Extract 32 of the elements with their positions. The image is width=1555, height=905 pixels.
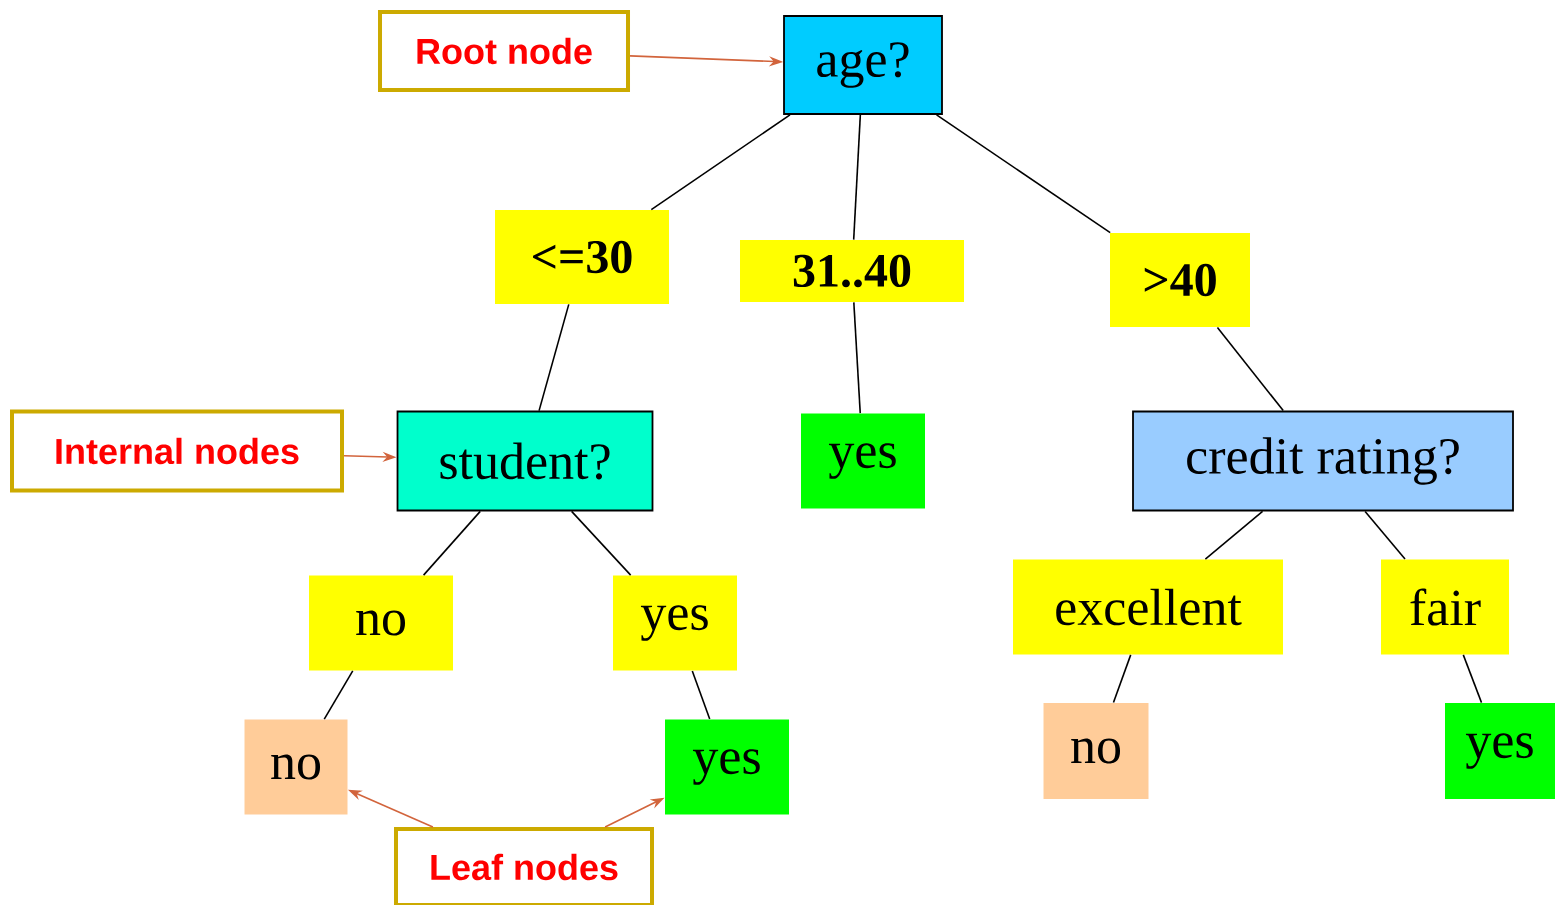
branch-label-box: <=30 <box>495 210 669 304</box>
connector-line <box>852 114 862 241</box>
connector-line <box>1204 510 1264 560</box>
connector-line <box>1462 654 1483 704</box>
branch-label-box: >40 <box>1110 233 1250 327</box>
callout-box: Leaf nodes <box>394 827 654 905</box>
connector-line <box>570 510 632 576</box>
decision-box: student? <box>396 410 654 512</box>
leaf-box: yes <box>1445 703 1555 799</box>
branch-label-box: no <box>309 575 453 671</box>
connector-line <box>1364 510 1406 560</box>
decision-box: credit rating? <box>1132 410 1514 512</box>
branch-label-box: excellent <box>1013 559 1283 655</box>
connector-line <box>853 301 862 414</box>
branch-label-box: fair <box>1381 559 1509 655</box>
connector-line <box>691 670 711 720</box>
connector-line <box>422 510 482 576</box>
connector-line <box>538 303 570 412</box>
callout-box: Root node <box>378 10 630 92</box>
connector-line <box>650 114 791 211</box>
leaf-box: no <box>244 719 348 815</box>
connector-line <box>323 670 354 720</box>
leaf-box: yes <box>665 719 789 815</box>
leaf-box: yes <box>801 413 925 509</box>
branch-label-box: yes <box>613 575 737 671</box>
callout-box: Internal nodes <box>10 409 344 493</box>
decision-box: age? <box>783 15 943 115</box>
connector-line <box>1216 326 1284 412</box>
connector-line <box>935 114 1111 234</box>
connector-line <box>1112 654 1132 704</box>
leaf-box: no <box>1043 703 1149 799</box>
branch-label-box: 31..40 <box>740 240 964 302</box>
